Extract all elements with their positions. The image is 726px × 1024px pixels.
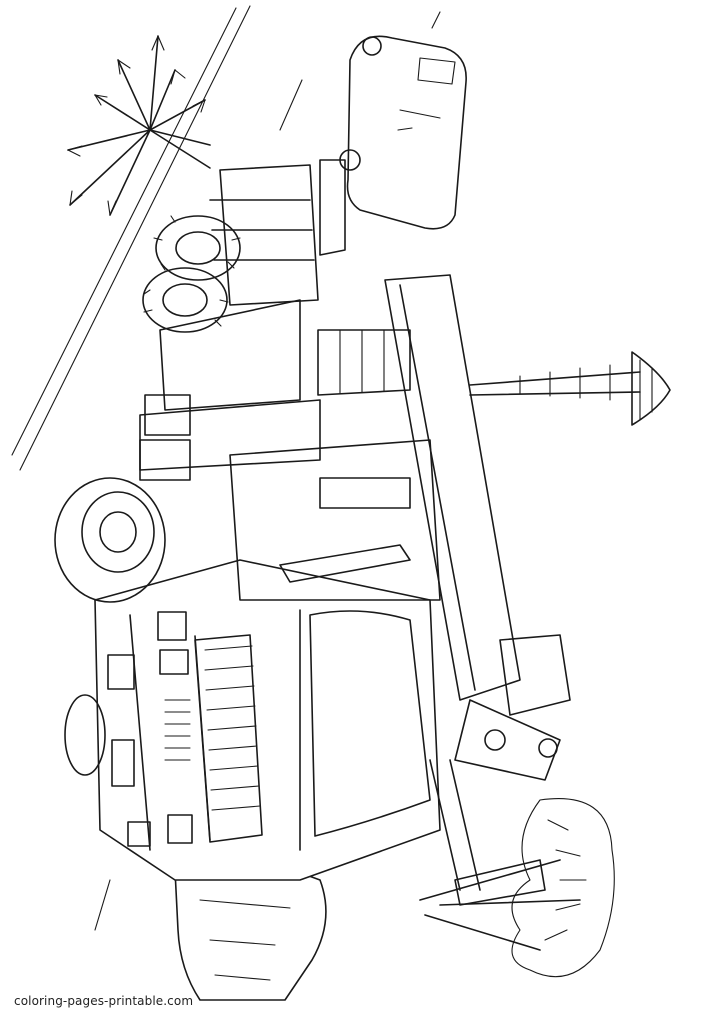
palm-tree [67, 35, 211, 216]
site-watermark: coloring-pages-printable.com [14, 994, 194, 1008]
distant-car [346, 35, 467, 230]
road-lines [11, 5, 441, 931]
tree [419, 798, 615, 978]
space-needle [469, 351, 671, 426]
truck [54, 149, 571, 906]
